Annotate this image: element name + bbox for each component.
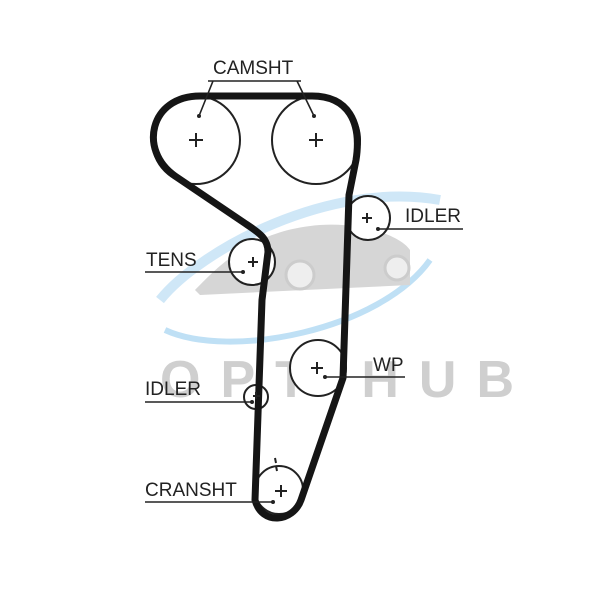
watermark-swoosh (156, 191, 441, 304)
label-camshaft: CAMSHT (213, 58, 294, 79)
watermark-car-wheel (284, 259, 316, 291)
plus-icon (248, 257, 258, 267)
label-idler-lower: IDLER (145, 379, 201, 400)
camshaft-bracket (198, 80, 315, 117)
plus-icon (309, 133, 323, 147)
label-tensioner: TENS (146, 250, 197, 271)
label-crankshaft: CRANSHT (145, 480, 237, 501)
plus-icon (362, 213, 372, 223)
watermark-car-wheel (383, 254, 411, 282)
leader-lines (145, 80, 463, 503)
plus-icon (189, 133, 203, 147)
plus-icon (253, 392, 260, 399)
plus-icon (275, 485, 287, 497)
timing-belt (149, 92, 361, 522)
timing-mark (274, 457, 278, 472)
center-marks (189, 133, 372, 497)
plus-icon (311, 362, 323, 374)
label-water-pump: WP (373, 355, 404, 376)
label-idler-upper: IDLER (405, 206, 461, 227)
